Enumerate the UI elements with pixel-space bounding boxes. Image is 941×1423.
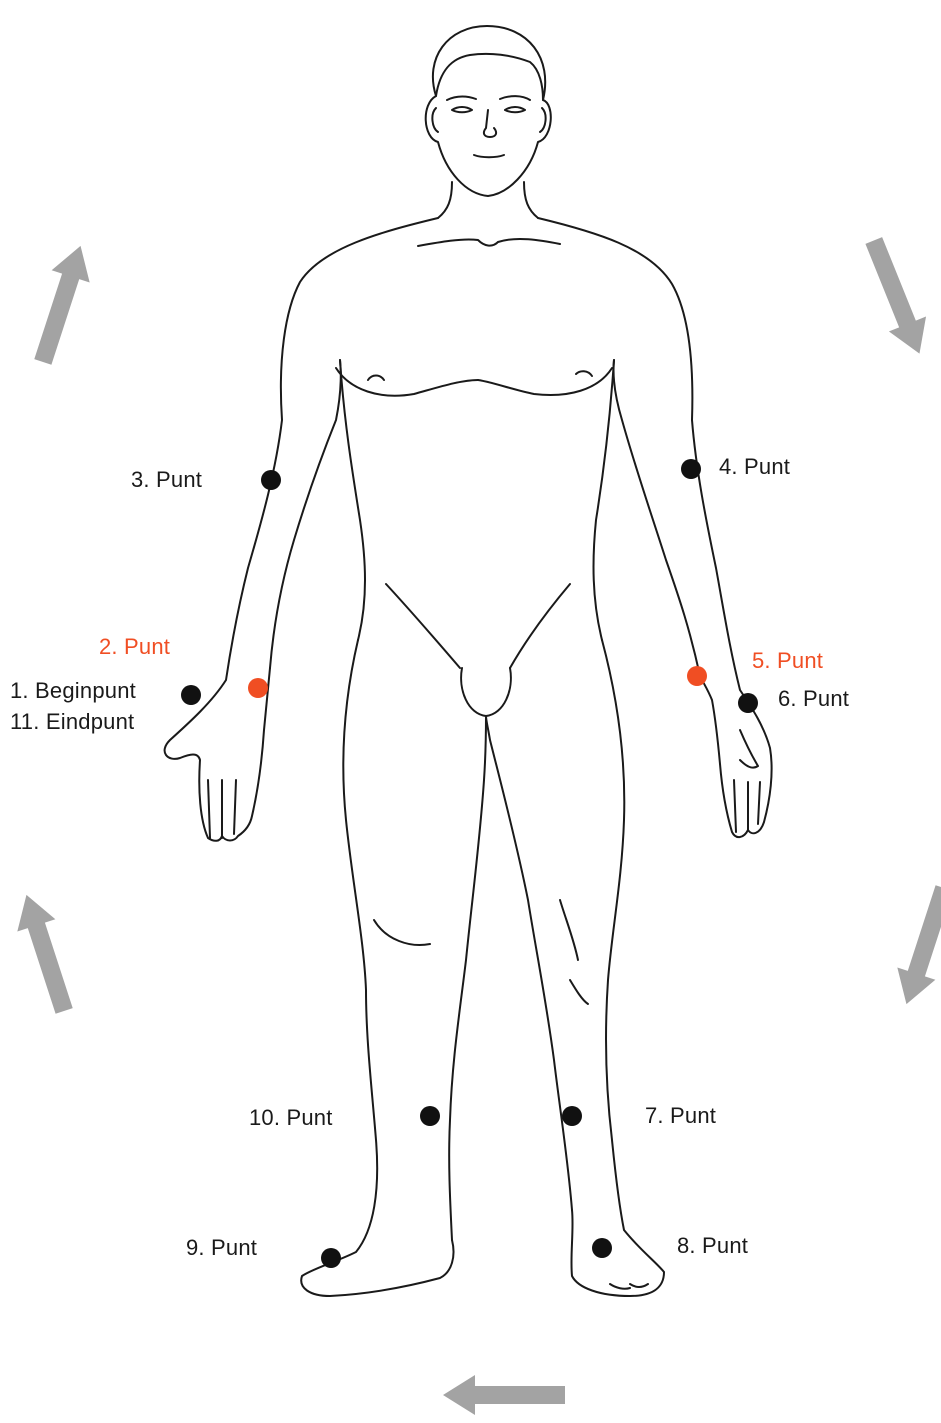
right-torso-side: [594, 360, 614, 640]
point-5-dot: [687, 666, 707, 686]
circulation-arrows: [7, 233, 941, 1415]
point-10-dot: [420, 1106, 440, 1126]
point-6-dot: [738, 693, 758, 713]
groin: [461, 668, 511, 716]
neck-left: [438, 182, 452, 218]
point-5-label: 5. Punt: [752, 647, 823, 675]
right-thumb: [740, 730, 758, 768]
point-4-dot: [681, 459, 701, 479]
right-knee-shading: [560, 900, 588, 1004]
neck-right: [524, 182, 538, 218]
point-1-label: 1. Beginpunt: [10, 677, 136, 705]
left-eye: [452, 107, 472, 112]
right-leg-inner: [486, 716, 572, 1210]
point-11-label: 11. Eindpunt: [10, 708, 134, 736]
right-groin-line: [510, 584, 570, 668]
collarbones: [418, 239, 560, 246]
left-nipple: [368, 376, 384, 381]
right-eye: [505, 107, 525, 112]
left-pectoral: [336, 368, 478, 396]
point-8-dot: [592, 1238, 612, 1258]
right-eyebrow: [500, 96, 530, 100]
mouth: [474, 155, 504, 157]
point-7-label: 7. Punt: [645, 1102, 716, 1130]
massage-points: [181, 459, 758, 1268]
left-torso-side: [340, 360, 365, 640]
point-2-label: 2. Punt: [99, 633, 170, 661]
left-leg-inner: [449, 716, 486, 1240]
arrow-lower-right-icon: [887, 882, 941, 1010]
left-arm-outer: [165, 218, 438, 841]
point-1-dot: [181, 685, 201, 705]
right-ear: [540, 108, 546, 132]
right-arm-inner: [613, 360, 700, 676]
point-3-dot: [261, 470, 281, 490]
arrow-lower-left-icon: [7, 889, 83, 1017]
point-3-label: 3. Punt: [131, 466, 202, 494]
hairline: [436, 54, 543, 100]
right-pectoral: [478, 368, 612, 395]
right-toes: [610, 1284, 648, 1289]
point-4-label: 4. Punt: [719, 453, 790, 481]
right-nipple: [576, 371, 592, 376]
arrow-upper-right-icon: [855, 233, 938, 361]
point-2-dot: [248, 678, 268, 698]
left-eyebrow: [447, 97, 476, 101]
arrow-bottom-icon: [443, 1375, 565, 1415]
point-7-dot: [562, 1106, 582, 1126]
point-8-label: 8. Punt: [677, 1232, 748, 1260]
arrow-upper-left-icon: [24, 240, 100, 368]
left-leg-outer: [301, 640, 453, 1296]
point-6-label: 6. Punt: [778, 685, 849, 713]
left-knee: [374, 920, 430, 945]
point-9-dot: [321, 1248, 341, 1268]
nose: [484, 110, 496, 137]
point-10-label: 10. Punt: [249, 1104, 333, 1132]
right-leg-outer: [571, 640, 664, 1296]
point-9-label: 9. Punt: [186, 1234, 257, 1262]
left-ear: [432, 108, 438, 132]
left-groin-line: [386, 584, 460, 668]
left-fingers: [208, 780, 236, 838]
right-fingers: [734, 780, 760, 832]
